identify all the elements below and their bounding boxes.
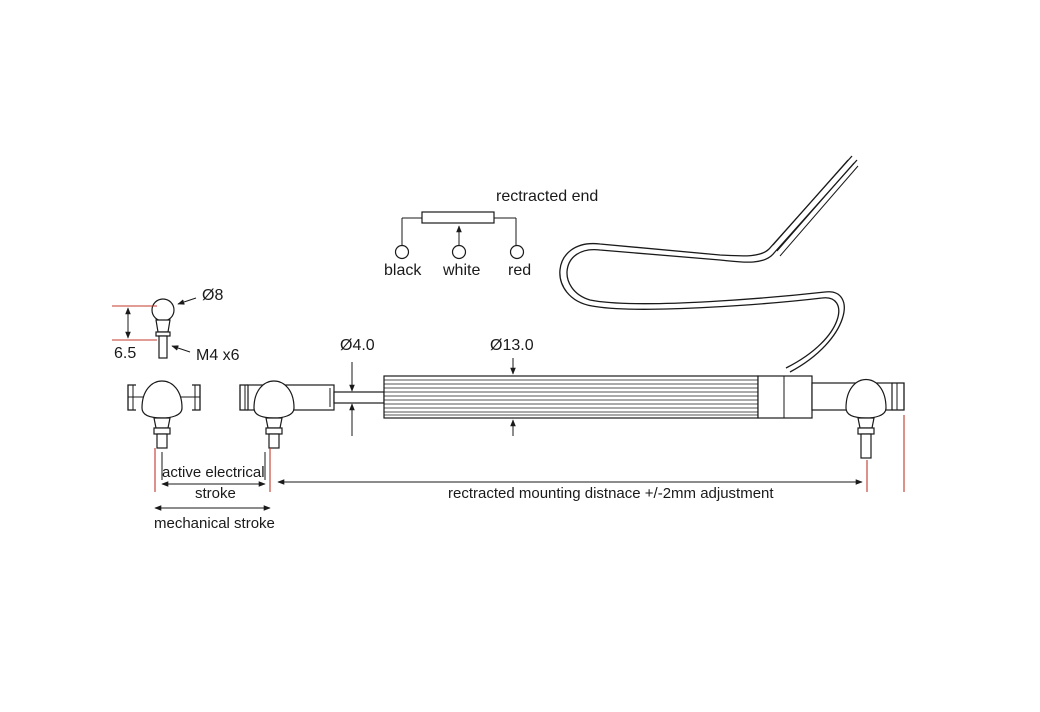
actuator-body xyxy=(383,375,759,419)
rod-diameter-callout: Ø4.0 xyxy=(340,337,375,436)
cable xyxy=(559,155,859,373)
rod-diameter-label: Ø4.0 xyxy=(340,337,375,354)
mechanical-stroke-label: mechanical stroke xyxy=(154,515,275,532)
ball-diameter-label: Ø8 xyxy=(202,287,223,304)
ball-height-extensions xyxy=(112,305,157,341)
wiring-schematic: rectracted end black white red xyxy=(384,188,598,279)
active-stroke-label-line2: stroke xyxy=(195,485,236,502)
red-wire-label: red xyxy=(508,262,531,279)
wiring-bus-lines xyxy=(401,217,517,245)
main-actuator xyxy=(239,375,905,459)
wiring-header-label: rectracted end xyxy=(496,188,598,205)
ball-sphere xyxy=(151,298,175,322)
black-wire-label: black xyxy=(384,262,422,279)
ball-thread-stud xyxy=(158,335,168,359)
mounting-distance-dimension: rectracted mounting distnace +/-2mm adju… xyxy=(277,479,863,502)
ball-collar xyxy=(155,331,171,337)
ball-diameter-leader xyxy=(177,297,197,305)
ball-neck xyxy=(155,319,171,333)
red-wire-terminal xyxy=(509,244,525,260)
white-wire-terminal xyxy=(451,244,467,260)
thread-label: M4 x6 xyxy=(196,347,240,364)
ball-joint-detail: 6.5 Ø8 M4 x6 xyxy=(112,287,240,364)
left-socket xyxy=(127,380,201,449)
mounting-distance-label: rectracted mounting distnace +/-2mm adju… xyxy=(448,485,774,502)
ball-height-label: 6.5 xyxy=(114,345,136,362)
active-stroke-label-line1: active electrical xyxy=(162,464,265,481)
wiring-connector-block xyxy=(421,211,495,224)
stroke-dimensions: active electrical stroke mechanical stro… xyxy=(154,452,275,532)
thread-leader xyxy=(171,345,191,353)
black-wire-terminal xyxy=(394,244,410,260)
body-diameter-label: Ø13.0 xyxy=(490,337,534,354)
white-wire-label: white xyxy=(442,262,480,279)
body-diameter-callout: Ø13.0 xyxy=(490,337,534,436)
end-cap xyxy=(757,375,813,419)
piston-rod xyxy=(333,391,385,404)
extension-lines xyxy=(154,415,905,492)
